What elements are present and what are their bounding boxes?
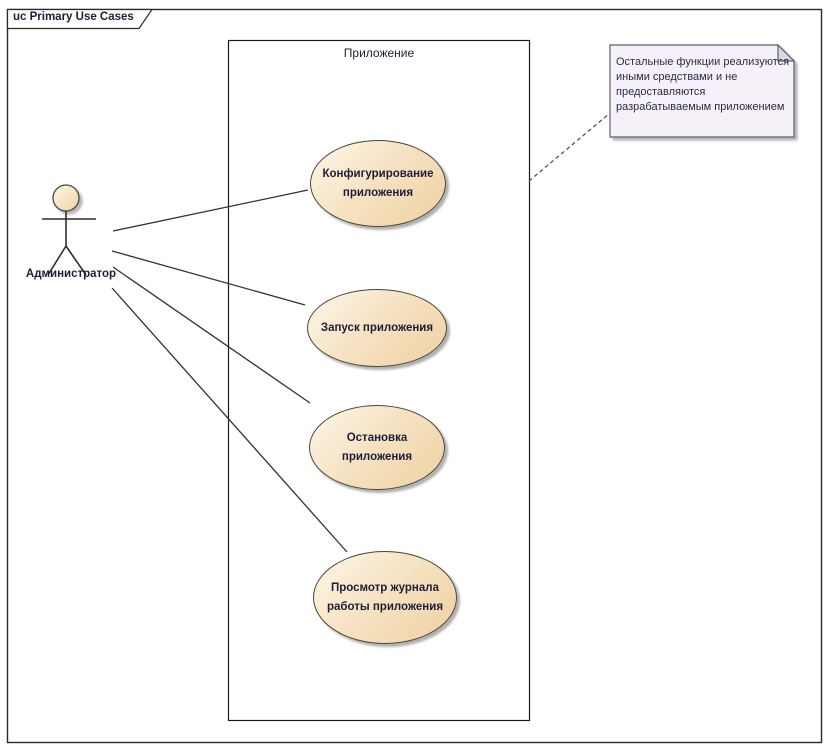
association-line-viewlog[interactable]: [111, 287, 348, 553]
note-fold-icon: [777, 43, 796, 62]
use-case-start-app[interactable]: Запуск приложения: [307, 289, 447, 367]
note-text: Остальные функции реализуются иными сред…: [616, 56, 790, 113]
use-case-label: Просмотр журнала работы приложения: [326, 581, 444, 613]
note-link-line[interactable]: [528, 112, 611, 182]
note[interactable]: [609, 43, 796, 138]
system-boundary-label: Приложение: [343, 46, 415, 60]
use-case-label: Остановка приложения: [341, 431, 413, 463]
association-line-stop[interactable]: [112, 266, 311, 404]
use-case-configure-app[interactable]: Конфигурирование приложения: [310, 140, 446, 227]
association-line-configure[interactable]: [112, 189, 309, 232]
actor-label: Администратор: [25, 268, 117, 280]
actor-icon[interactable]: [42, 184, 96, 276]
use-case-view-log[interactable]: Просмотр журнала работы приложения: [313, 551, 457, 644]
frame-tab: [6, 8, 154, 30]
use-case-label: Запуск приложения: [320, 321, 434, 334]
use-case-label: Конфигурирование приложения: [322, 167, 434, 199]
association-line-start[interactable]: [111, 250, 306, 306]
use-case-stop-app[interactable]: Остановка приложения: [309, 405, 445, 490]
frame-title: uc Primary Use Cases: [13, 11, 134, 23]
